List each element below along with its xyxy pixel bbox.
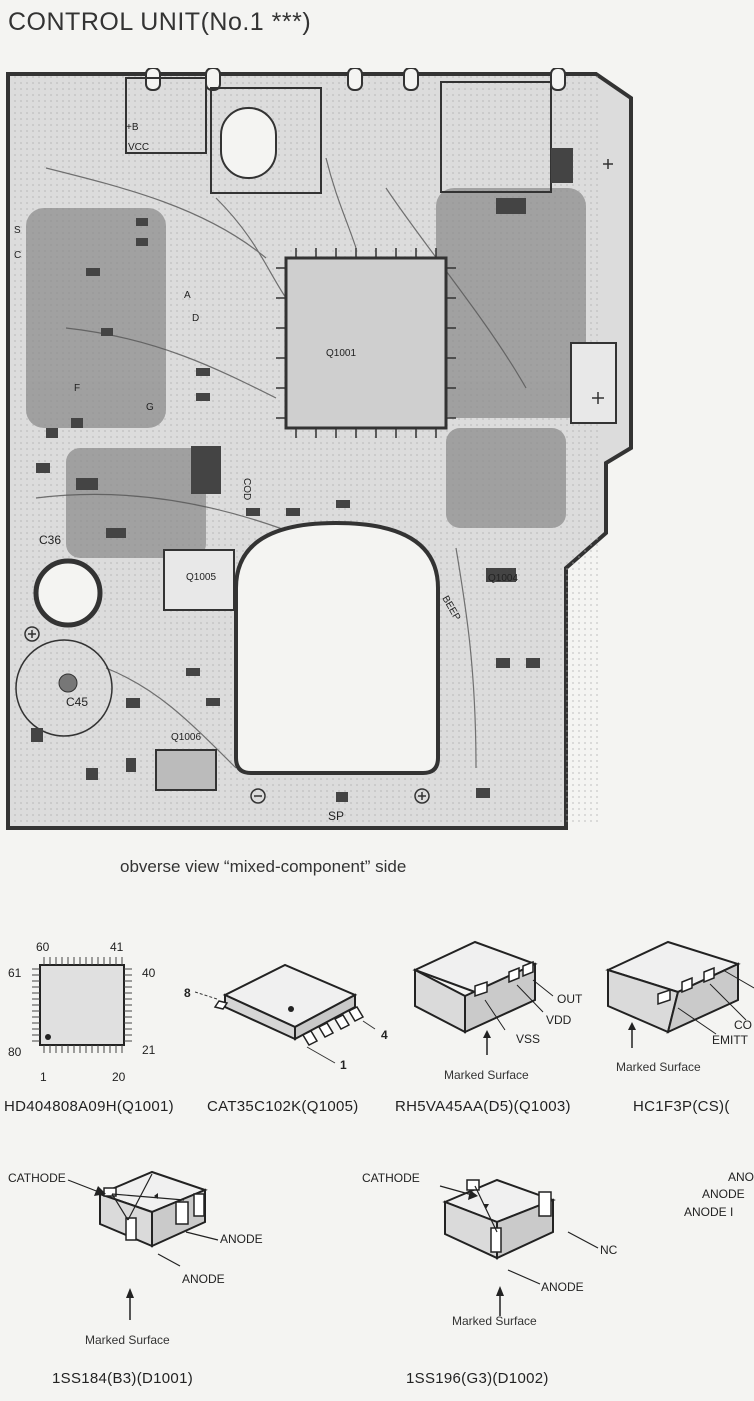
diode-leaders-d1001 bbox=[67, 1179, 219, 1320]
hc1f3p-pin-collector: CO bbox=[734, 1018, 752, 1032]
d3-anode-label-3: ANODE I bbox=[684, 1205, 734, 1219]
board-label-sp: SP bbox=[328, 809, 344, 823]
d3-anode-label-2: ANODE bbox=[702, 1187, 745, 1201]
sot-package-diagram-q1003 bbox=[412, 940, 554, 1055]
qfp-pin-61: 61 bbox=[8, 966, 22, 980]
marked-surface-label-d1002: Marked Surface bbox=[452, 1314, 537, 1328]
board-label-letter-g: G bbox=[146, 402, 154, 413]
board-label-letter-s: S bbox=[14, 225, 21, 236]
package-name-d1002: 1SS196(G3)(D1002) bbox=[406, 1370, 549, 1387]
qfp-pin-60: 60 bbox=[36, 940, 50, 954]
board-label-letter-f: F bbox=[74, 383, 80, 394]
page-title: CONTROL UNIT(No.1 ***) bbox=[8, 8, 312, 36]
d1002-cathode-label: CATHODE bbox=[362, 1171, 420, 1185]
diode-leaders-d1002 bbox=[439, 1185, 599, 1316]
package-name-q1001: HD404808A09H(Q1001) bbox=[4, 1098, 174, 1115]
soic-pin-8: 8 bbox=[184, 986, 191, 1000]
board-label-q1005: Q1005 bbox=[186, 572, 216, 583]
board-label-q1006: Q1006 bbox=[171, 732, 201, 743]
board-label-letter-c: C bbox=[14, 250, 21, 261]
soic-pin-4: 4 bbox=[381, 1028, 388, 1042]
package-name-d1001: 1SS184(B3)(D1001) bbox=[52, 1370, 194, 1387]
d1001-cathode-label: CATHODE bbox=[8, 1171, 66, 1185]
diode-package-diagram-d1001 bbox=[97, 1170, 208, 1248]
d3-anode-label-1: ANO bbox=[728, 1170, 754, 1184]
package-name-hc1f3p: HC1F3P(CS)( bbox=[633, 1098, 730, 1115]
d1002-nc-label: NC bbox=[600, 1243, 618, 1257]
qfp-pin-1: 1 bbox=[40, 1070, 47, 1084]
d1001-anode-label-2: ANODE bbox=[182, 1272, 225, 1286]
sot-package-diagram-hc1f3p bbox=[605, 940, 754, 1048]
diode-package-diagram-d1002 bbox=[442, 1178, 556, 1260]
soic-pin-1: 1 bbox=[340, 1058, 347, 1072]
sot-pin-vss: VSS bbox=[516, 1032, 541, 1046]
board-label-c36: C36 bbox=[39, 533, 61, 547]
board-label-letter-a: A bbox=[184, 290, 191, 301]
board-label-letter-d: D bbox=[192, 313, 199, 324]
qfp-package-diagram bbox=[32, 957, 132, 1053]
marked-surface-label-d1001: Marked Surface bbox=[85, 1333, 170, 1347]
board-label-q1004: Q1004 bbox=[488, 573, 518, 584]
qfp-pin-80: 80 bbox=[8, 1045, 22, 1059]
board-label-b: +B bbox=[126, 122, 139, 133]
qfp-pin-41: 41 bbox=[110, 940, 124, 954]
d1001-anode-label-1: ANODE bbox=[220, 1232, 263, 1246]
sot-pin-vdd: VDD bbox=[546, 1013, 572, 1027]
marked-surface-label-hc1f3p: Marked Surface bbox=[616, 1060, 701, 1074]
marked-surface-label-q1003: Marked Surface bbox=[444, 1068, 529, 1082]
sot-pin-out: OUT bbox=[557, 992, 583, 1006]
qfp-pin-20: 20 bbox=[112, 1070, 126, 1084]
board-caption: obverse view “mixed-component” side bbox=[120, 857, 407, 876]
board-label-q1001: Q1001 bbox=[326, 348, 356, 359]
soic-package-diagram bbox=[195, 963, 376, 1064]
qfp-pin-40: 40 bbox=[142, 966, 156, 980]
package-name-q1005: CAT35C102K(Q1005) bbox=[207, 1098, 359, 1115]
board-label-cod: COD bbox=[241, 478, 252, 500]
d1002-anode-label: ANODE bbox=[541, 1280, 584, 1294]
hc1f3p-pin-emitter: EMITT bbox=[712, 1033, 748, 1047]
package-name-q1003: RH5VA45AA(D5)(Q1003) bbox=[395, 1098, 571, 1115]
pcb-board: Q1001 Q1005 Q1006 Q1004 +B VCC C36 C45 S… bbox=[6, 68, 633, 830]
qfp-pin-21: 21 bbox=[142, 1043, 156, 1057]
board-label-vcc: VCC bbox=[128, 142, 149, 153]
board-label-c45: C45 bbox=[66, 695, 88, 709]
